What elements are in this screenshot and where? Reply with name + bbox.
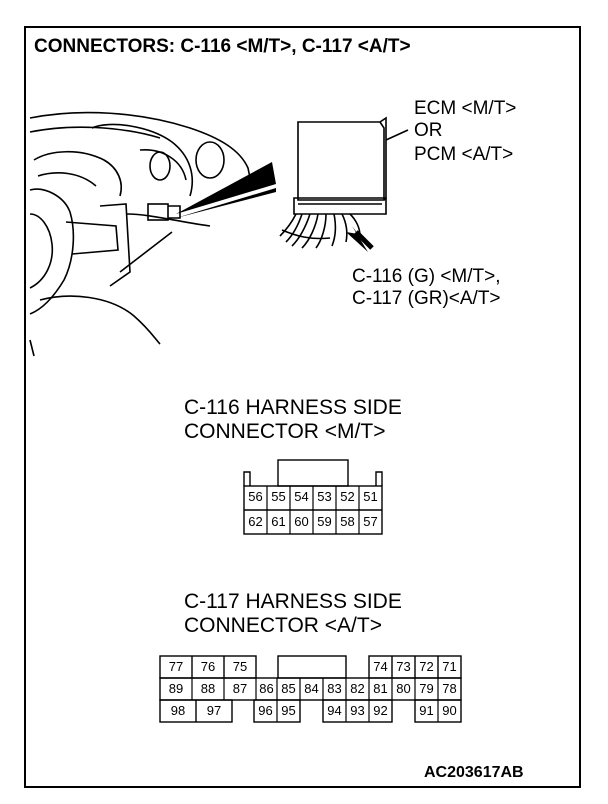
ecm-label-line3: PCM <A/T> xyxy=(414,144,514,165)
c116-pin: 62 xyxy=(248,514,263,529)
c117-pin: 96 xyxy=(258,703,273,718)
c116-pin: 56 xyxy=(248,489,263,504)
c116-pin: 52 xyxy=(340,489,355,504)
c117-pin: 81 xyxy=(373,681,388,696)
c117-pin: 74 xyxy=(373,659,388,674)
c116-pin: 55 xyxy=(271,489,286,504)
c117-pin: 73 xyxy=(396,659,411,674)
c117-pin: 87 xyxy=(232,681,248,696)
c117-pin: 93 xyxy=(350,703,365,718)
c116-heading-line1: C-116 HARNESS SIDE xyxy=(184,396,402,419)
c117-pin: 94 xyxy=(327,703,342,718)
c117-pin: 78 xyxy=(442,681,457,696)
figure-code: AC203617AB xyxy=(424,764,524,781)
c117-pin: 80 xyxy=(396,681,411,696)
c117-pin: 75 xyxy=(232,659,248,674)
c117-pin: 82 xyxy=(350,681,365,696)
c116-pin: 59 xyxy=(317,514,332,529)
c117-pin: 71 xyxy=(442,659,457,674)
connector-label-line2: C-117 (GR)<A/T> xyxy=(352,288,501,309)
c117-pin: 72 xyxy=(419,659,434,674)
c117-pin: 86 xyxy=(259,681,274,696)
c117-pin: 91 xyxy=(419,703,434,718)
c117-pin: 90 xyxy=(442,703,457,718)
c117-pin: 89 xyxy=(168,681,184,696)
c116-pin: 61 xyxy=(271,514,286,529)
c117-pin: 77 xyxy=(168,659,184,674)
c117-pin: 98 xyxy=(170,703,186,718)
connector-label-line1: C-116 (G) <M/T>, xyxy=(352,266,501,287)
c117-pin: 92 xyxy=(373,703,388,718)
c116-pin: 53 xyxy=(317,489,332,504)
c116-pin: 51 xyxy=(363,489,378,504)
c116-pin: 60 xyxy=(294,514,309,529)
c116-heading-line2: CONNECTOR <M/T> xyxy=(184,420,386,443)
c117-pin: 76 xyxy=(200,659,216,674)
c117-pin: 97 xyxy=(206,703,222,718)
c117-pin: 84 xyxy=(304,681,319,696)
c116-pin: 58 xyxy=(340,514,355,529)
c117-pin: 85 xyxy=(281,681,296,696)
c117-pin: 88 xyxy=(200,681,216,696)
figure-title: CONNECTORS: C-116 <M/T>, C-117 <A/T> xyxy=(34,36,411,57)
c117-heading-line1: C-117 HARNESS SIDE xyxy=(184,590,402,613)
c117-heading-line2: CONNECTOR <A/T> xyxy=(184,614,382,637)
figure-frame xyxy=(24,26,581,788)
ecm-label-line1: ECM <M/T> xyxy=(414,98,517,119)
c117-pin: 95 xyxy=(281,703,296,718)
c117-pin: 79 xyxy=(419,681,434,696)
c117-pin: 83 xyxy=(327,681,342,696)
c116-pin: 57 xyxy=(363,514,378,529)
c116-pin: 54 xyxy=(294,489,309,504)
ecm-label-line2: OR xyxy=(414,120,443,141)
